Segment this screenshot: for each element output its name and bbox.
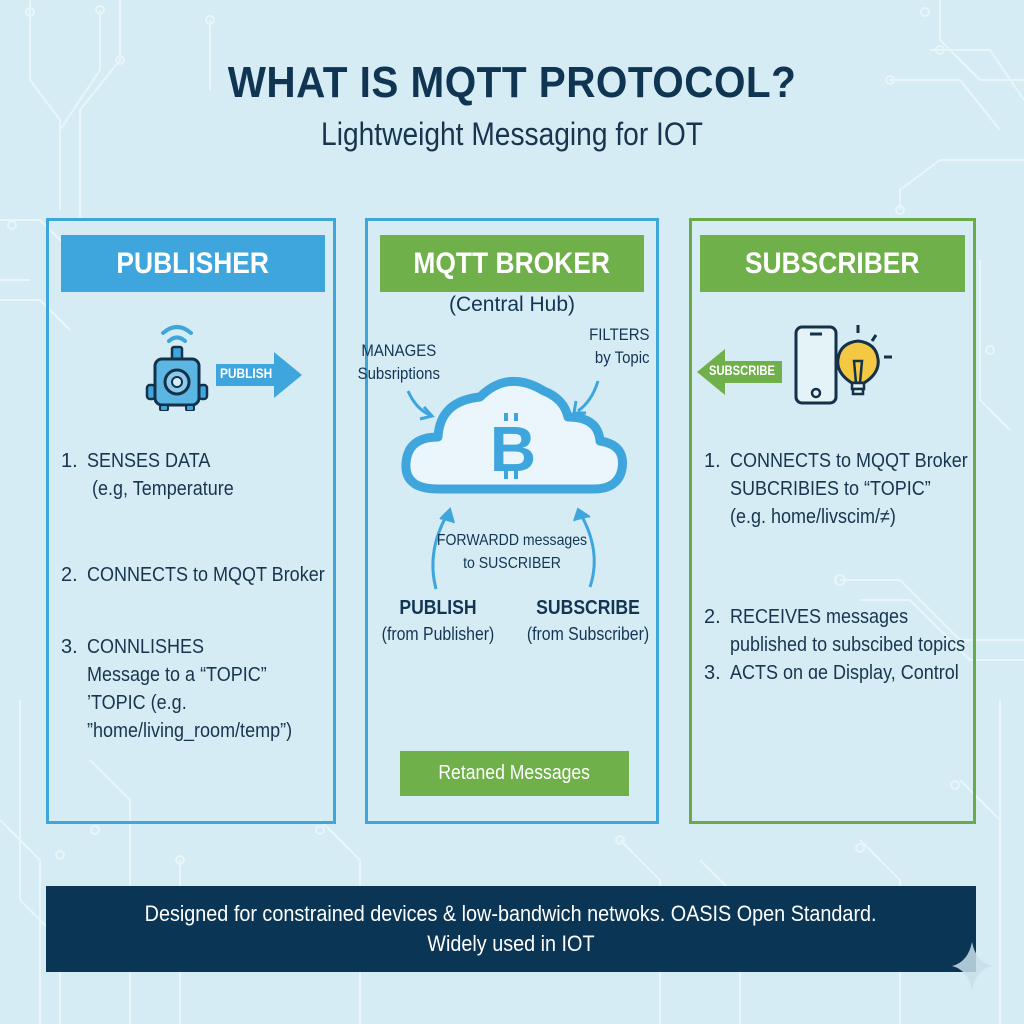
broker-subheader: (Central Hub) [448,293,576,316]
subscriber-panel: SUBSCRIBER SUBSCRIBE 1. CONNECTS to MQQT… [689,218,976,824]
subscribe-arrow: SUBSCRIBE [697,349,787,395]
publisher-steps: 1. SENSES DATA (e.g, Temperature 2. CONN… [61,447,333,759]
subscriber-header: SUBSCRIBER [700,235,965,292]
broker-subscribe-label: SUBSCRIBE(from Subscriber) [526,597,650,644]
publisher-panel: PUBLISHER PUBLISH 1. SENSES DATA (e.g, T… [46,218,336,824]
page-title: WHAT IS MQTT PROTOCOL? [227,58,797,107]
iot-sensor-device-icon [145,325,209,411]
publish-arrow: PUBLISH [216,352,302,398]
cloud-bitcoin-icon: B [401,376,628,590]
sparkle-icon [952,942,992,990]
phone-and-lightbulb-icon [794,325,892,405]
retained-messages-box: Retaned Messages [400,751,629,796]
publisher-step-2: 2. CONNECTS to MQQT Broker [61,564,325,586]
publisher-header: PUBLISHER [61,235,325,292]
publisher-step-1: 1. SENSES DATA (e.g, Temperature [61,450,234,500]
page-subtitle: Lightweight Messaging for IOT [321,116,703,152]
broker-header: MQTT BROKER [380,235,644,292]
broker-publish-label: PUBLISH(from Publisher) [381,597,495,644]
footer-banner: Designed for constrained devices & low-b… [46,886,976,972]
subscriber-step-3: 3. ACTS on ɑe Display, Control [704,662,959,684]
svg-text:B: B [490,413,536,485]
